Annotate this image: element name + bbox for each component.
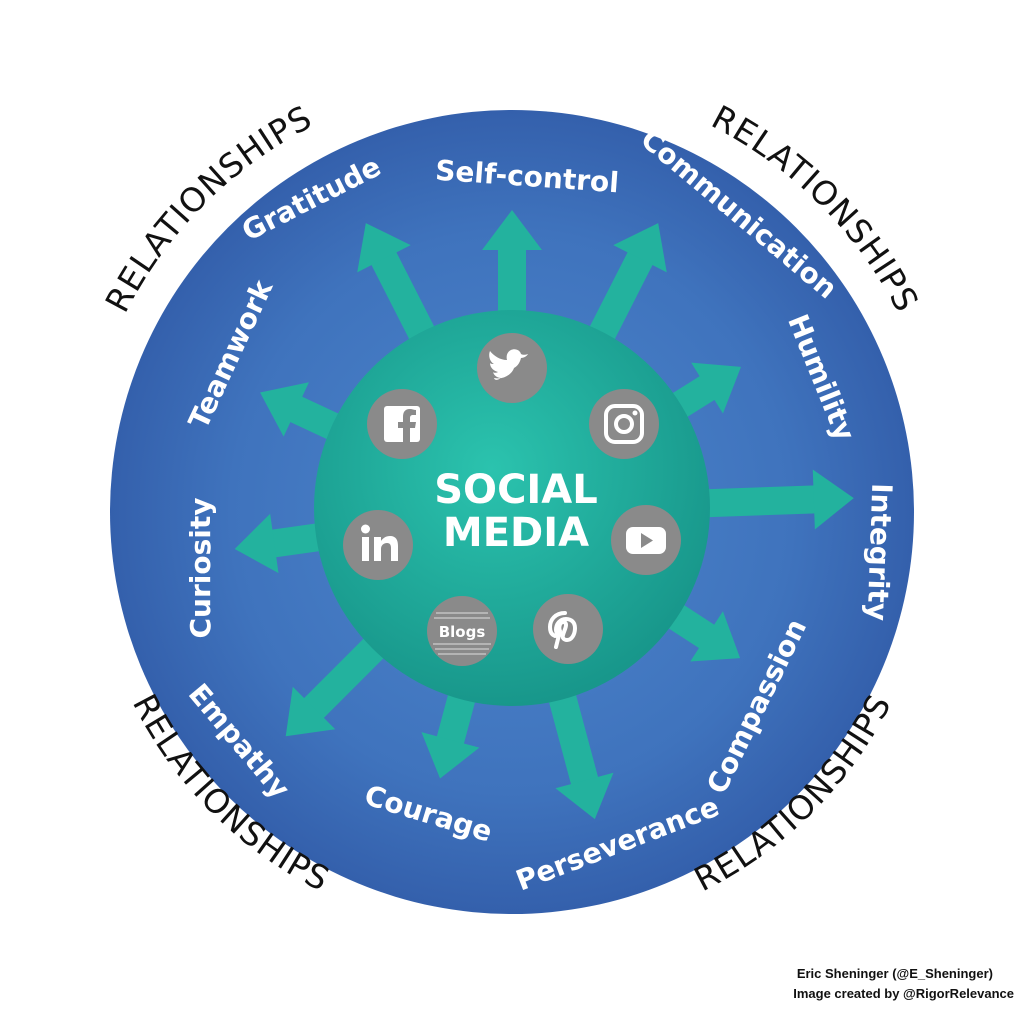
- youtube-icon: [611, 505, 681, 575]
- center-label-media: MEDIA: [443, 510, 589, 556]
- instagram-icon: [589, 389, 659, 459]
- blogs-icon-label: Blogs: [439, 623, 486, 641]
- facebook-icon: [367, 389, 437, 459]
- center-label-social: SOCIAL: [434, 467, 598, 513]
- pinterest-icon: [533, 594, 603, 664]
- credit-creator: Image created by @RigorRelevance: [793, 986, 1014, 1001]
- trait-label: Integrity: [861, 483, 899, 622]
- blogs-icon: Blogs: [427, 596, 497, 666]
- trait-label: Curiosity: [184, 497, 217, 638]
- credit-author: Eric Sheninger (@E_Sheninger): [796, 966, 993, 981]
- linkedin-icon: [343, 510, 413, 580]
- twitter-icon: [477, 333, 547, 403]
